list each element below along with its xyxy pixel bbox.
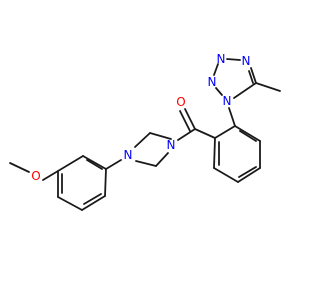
bond-4 (82, 155, 107, 170)
bond-13 (134, 132, 151, 148)
bond-16 (135, 160, 157, 167)
bond-26 (213, 137, 216, 169)
bond-17 (177, 128, 196, 141)
bond-20 (194, 128, 216, 139)
bond-layer (9, 58, 281, 211)
bond-27 (239, 130, 257, 142)
molecule-structure: O O N N N N N N (0, 0, 300, 300)
bond-22 (234, 125, 261, 142)
bond-18 (184, 108, 196, 130)
atom-label-layer: O O N N N N N N (31, 52, 250, 183)
bond-25 (213, 167, 239, 183)
bond-24 (237, 167, 261, 183)
bond-2 (42, 170, 59, 181)
carbonyl-oxygen-label: O (176, 95, 185, 109)
bond-1 (9, 162, 30, 173)
bond-35 (233, 82, 257, 99)
tetrazole-n1-label: N (223, 94, 232, 108)
bond-12 (105, 159, 122, 170)
bond-6 (81, 195, 106, 211)
bond-31 (215, 87, 223, 96)
tetrazole-n4-label: N (242, 54, 251, 68)
bond-28 (238, 166, 257, 178)
bond-21 (214, 125, 236, 139)
piperazine-aryl-nitrogen-label: N (124, 148, 133, 162)
bond-34 (250, 67, 257, 84)
bond-37 (255, 82, 281, 92)
bond-33 (226, 58, 241, 61)
bond-19 (179, 110, 191, 132)
bond-15 (155, 152, 169, 167)
methoxy-oxygen-label: O (31, 169, 40, 183)
bond-30 (228, 107, 236, 127)
bond-36 (248, 70, 254, 84)
bond-7 (57, 196, 83, 211)
bond-9 (86, 159, 103, 170)
tetrazole-n3-label: N (217, 52, 226, 66)
bond-5 (104, 168, 107, 197)
canvas-background (0, 0, 300, 300)
bond-14 (149, 132, 172, 140)
tetrazole-n2-label: N (208, 75, 217, 89)
bond-3 (57, 155, 84, 172)
bond-10 (83, 193, 102, 205)
bond-32 (213, 63, 219, 76)
piperazine-amide-nitrogen-label: N (167, 138, 176, 152)
